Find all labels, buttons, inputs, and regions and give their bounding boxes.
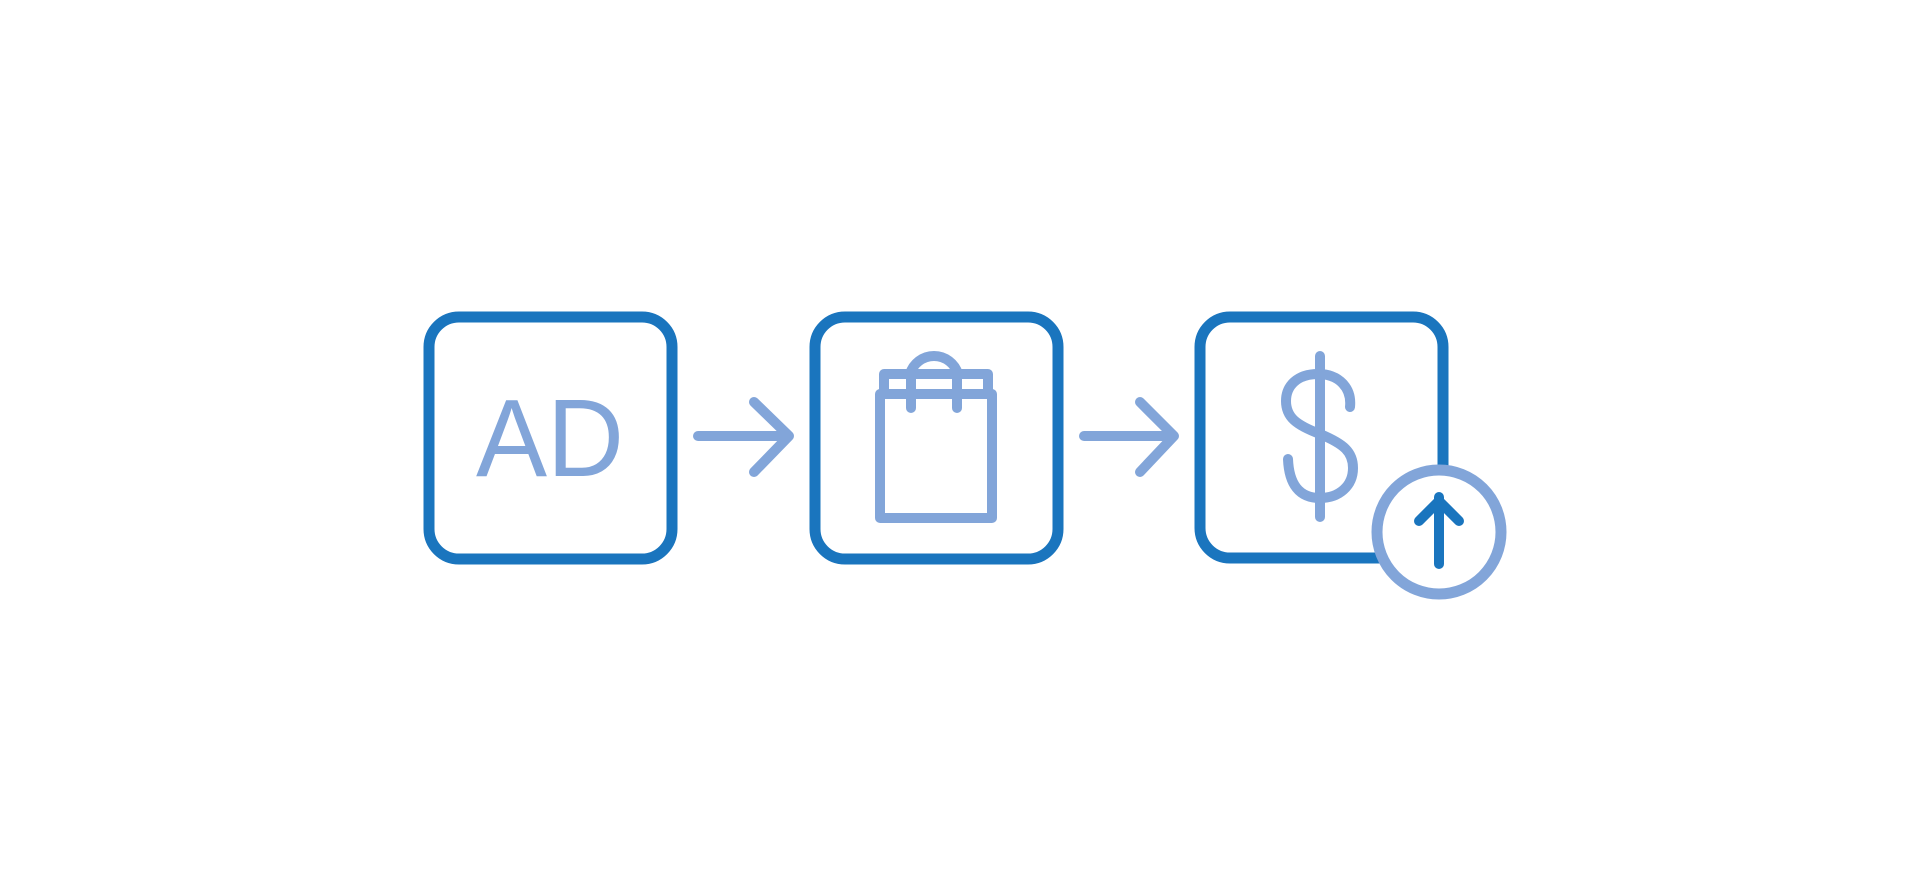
- arrow-right-icon: [693, 397, 794, 477]
- dollar-sign-icon: [1281, 351, 1358, 522]
- shopping-step-frame: [809, 311, 1064, 565]
- shopping-bag-icon: [875, 351, 997, 523]
- revenue-step: [1194, 311, 1507, 600]
- revenue-step-frame: [1194, 311, 1449, 564]
- ad-step-frame: [423, 311, 678, 565]
- ad-label: AD: [476, 377, 624, 500]
- ad-step: AD: [423, 311, 678, 565]
- arrow-up-circle-icon: [1371, 464, 1507, 600]
- arrow-right-icon: [1079, 397, 1179, 477]
- shopping-step: [809, 311, 1064, 565]
